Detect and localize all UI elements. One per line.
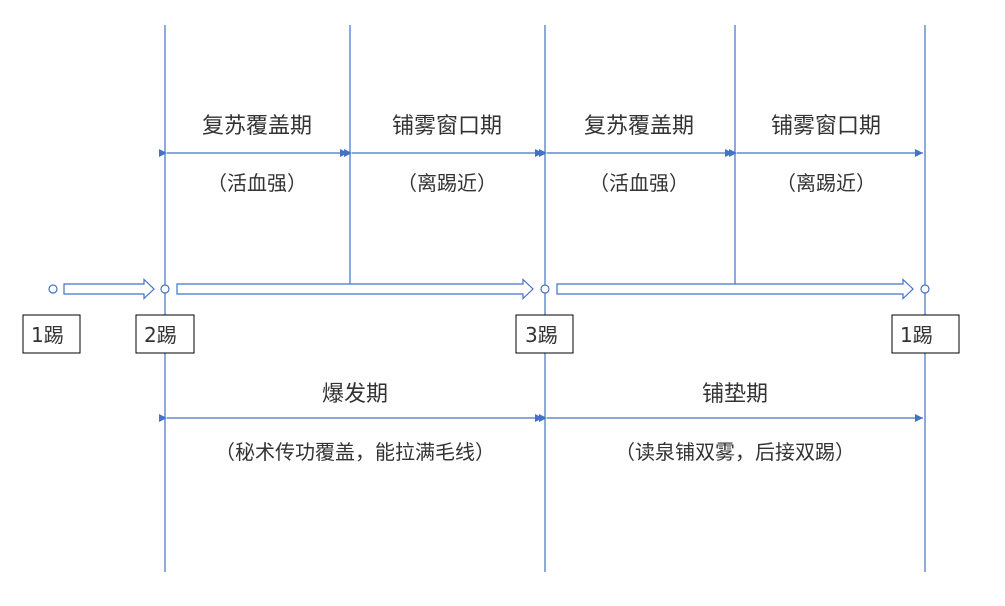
- timeline-point-kick2: [160, 284, 170, 294]
- kick-box-1: [22, 314, 81, 354]
- timeline-arrow-1: [63, 278, 155, 300]
- top-phase-title-4: 铺雾窗口期: [771, 114, 881, 139]
- timeline-arrows: [63, 278, 914, 300]
- top-phase-note-1: （活血强）: [207, 171, 307, 195]
- kick-box-2: [135, 314, 195, 354]
- kick-label-1: 1踢: [31, 323, 64, 347]
- kick-label-2: 2踢: [144, 323, 177, 347]
- timeline-point-kick1b: [920, 284, 930, 294]
- kick-box-4: [891, 314, 960, 354]
- bottom-phase-note-1: （秘术传功覆盖，能拉满毛线）: [215, 440, 495, 464]
- kick-box-3: [515, 314, 574, 354]
- top-phase-title-3: 复苏覆盖期: [584, 114, 694, 139]
- bottom-phase-title-2: 铺垫期: [702, 382, 768, 407]
- kick-boxes: [22, 314, 960, 354]
- kick-label-4: 1踢: [900, 323, 933, 347]
- timeline-points: [48, 284, 930, 294]
- top-phase-note-2: （离踢近）: [397, 171, 497, 195]
- top-phase-note-3: （活血强）: [589, 171, 689, 195]
- timeline-point-kick3: [540, 284, 550, 294]
- bottom-phase-note-2: （读泉铺双雾，后接双踢）: [615, 440, 855, 464]
- timeline-arrow-3: [556, 278, 914, 300]
- top-phase-title-2: 铺雾窗口期: [392, 114, 502, 139]
- timeline-point-kick1: [48, 284, 58, 294]
- bottom-phase-title-1: 爆发期: [322, 382, 388, 407]
- top-phase-title-1: 复苏覆盖期: [202, 114, 312, 139]
- timeline-arrow-2: [176, 278, 534, 300]
- kick-label-3: 3踢: [525, 323, 558, 347]
- top-phase-note-4: （离踢近）: [776, 171, 876, 195]
